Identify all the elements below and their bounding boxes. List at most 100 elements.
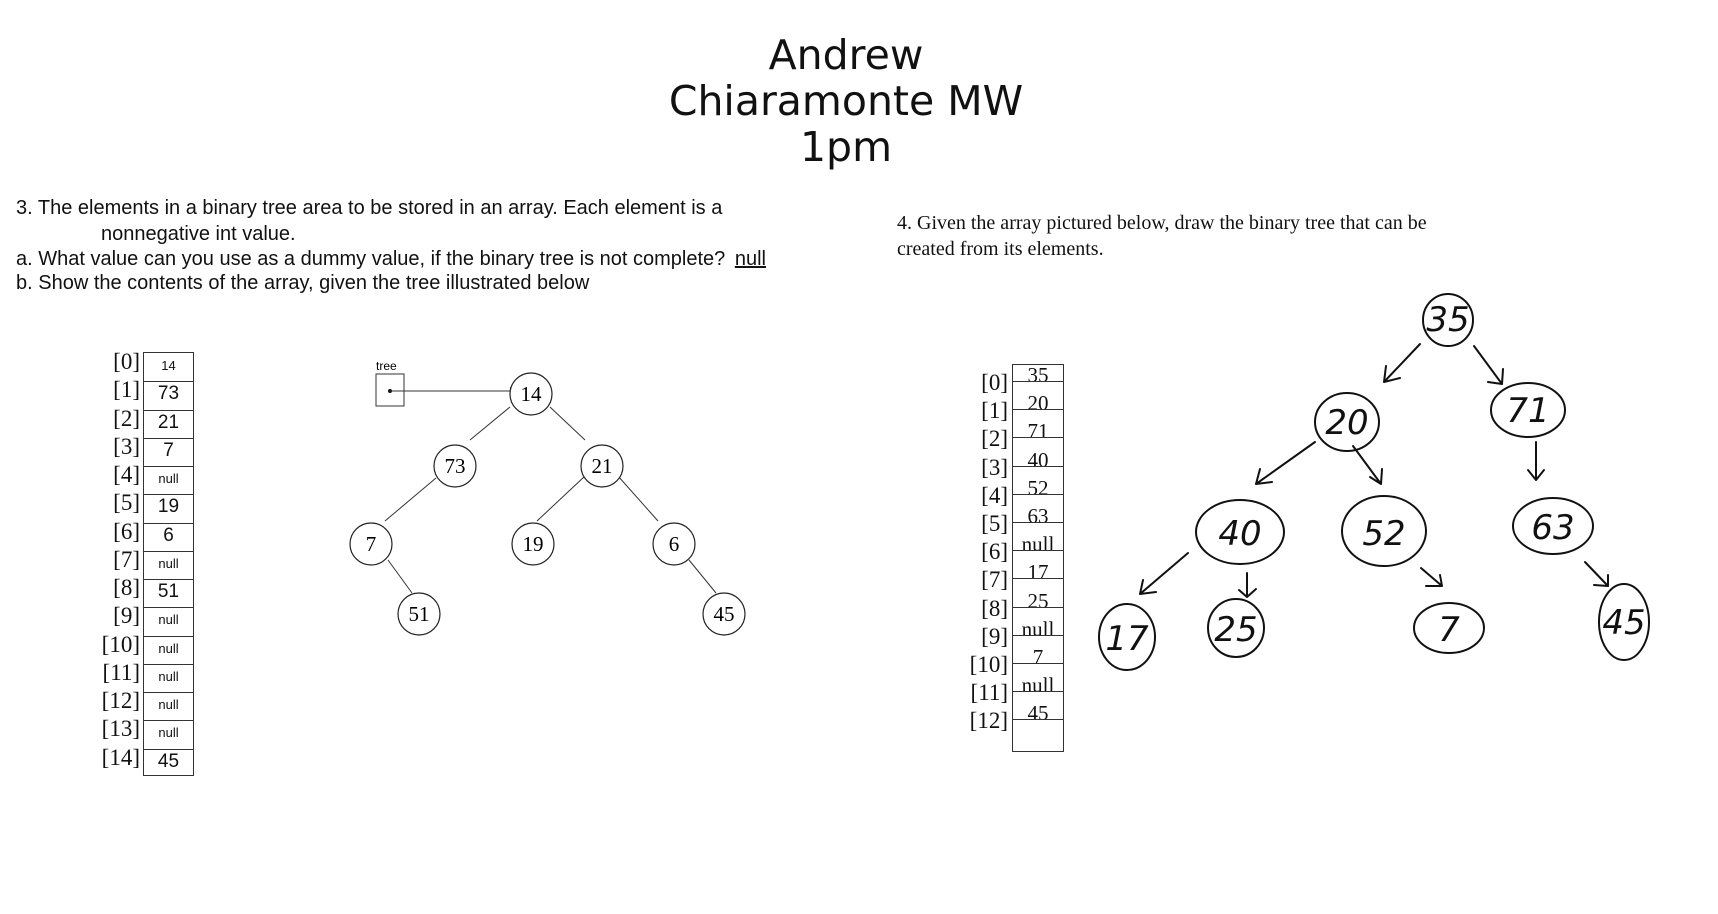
array-index-label: [5] (113, 490, 140, 516)
array-cell-divider (144, 692, 193, 694)
edge-35-20 (1383, 343, 1421, 383)
array-cell-divider (144, 663, 193, 665)
node-value: 7 (1438, 610, 1460, 650)
q3-part-a: a. What value can you use as a dummy val… (16, 248, 780, 271)
array-cell-value: null (158, 697, 179, 713)
edge-40-25 (1238, 572, 1257, 598)
array-cell-divider (144, 579, 193, 581)
array-cell-divider (1013, 437, 1063, 439)
q3-part-a-answer: null (734, 248, 766, 270)
node-ring (1195, 499, 1285, 565)
node-value: 40 (1218, 514, 1261, 554)
tree-pointer-box (375, 373, 405, 407)
array-cell-value: 21 (157, 411, 180, 433)
array-index-label: [0] (113, 349, 140, 374)
array-cell-divider (1013, 465, 1063, 467)
document-header: Andrew Chiaramonte MW 1pm (0, 32, 1692, 170)
array-cell-value: 73 (157, 383, 180, 405)
array-cell-divider (144, 522, 193, 524)
array-index-label: [12] (101, 688, 140, 714)
array-cell-value: 6 (163, 524, 174, 546)
array-index-label: [12] (969, 708, 1008, 734)
edge-6-45 (688, 559, 717, 594)
edge-40-17 (1139, 552, 1189, 595)
svg-text:19: 19 (523, 532, 544, 556)
array-cell-value: 51 (157, 581, 180, 603)
author-last-name-class: Chiaramonte MW (668, 77, 1024, 125)
array-cell-divider (1013, 606, 1063, 608)
array-cell-value: 45 (157, 750, 180, 772)
array-cell-value: null (158, 668, 179, 684)
edge-7-51 (387, 559, 413, 594)
tree-node: 14 (509, 372, 553, 416)
array-cell-divider (1013, 550, 1063, 552)
node-ring (1512, 497, 1594, 555)
q3-prompt-line1: 3. The elements in a binary tree area to… (16, 197, 723, 219)
array-cell-divider (1013, 381, 1063, 382)
class-time: 1pm (799, 123, 893, 171)
svg-text:73: 73 (445, 454, 466, 478)
array-cell-divider (1013, 409, 1063, 411)
array-index-label: [8] (981, 595, 1008, 621)
q4-prompt-line1: 4. Given the array pictured below, draw … (897, 212, 1427, 234)
array-cell-value: null (158, 555, 179, 571)
edge-35-71 (1473, 345, 1504, 385)
array-cell-value: null (158, 471, 179, 487)
edge-73-7 (384, 477, 437, 522)
array-cell-value: null (1021, 616, 1055, 641)
array-index-label: [3] (981, 454, 1008, 480)
array-cell-divider (1013, 634, 1063, 636)
array-index-label: [4] (113, 462, 140, 488)
node-ring (1422, 293, 1474, 347)
node-value: 45 (1602, 603, 1645, 643)
array-index-label: [8] (113, 575, 140, 601)
array-index-label: [11] (970, 680, 1008, 706)
svg-text:21: 21 (592, 454, 613, 478)
array-index-label: [1] (113, 377, 140, 403)
tree-node: 19 (511, 522, 555, 566)
array-cell-divider (144, 437, 193, 439)
array-index-label: [10] (101, 631, 140, 657)
node-value: 35 (1426, 300, 1469, 340)
svg-text:45: 45 (714, 602, 735, 626)
tree-node: 73 (433, 444, 477, 488)
edge-21-19 (536, 475, 586, 522)
array-index-label: [9] (113, 603, 140, 629)
node-value: 52 (1362, 514, 1405, 554)
array-index-label: [2] (113, 405, 140, 431)
array-cell-divider (144, 409, 193, 411)
array-index-label: [5] (981, 511, 1008, 536)
array-cell-divider (144, 550, 193, 552)
node-value: 63 (1531, 508, 1574, 548)
array-cell-divider (144, 381, 193, 383)
node-ring (1490, 382, 1566, 438)
array-cell-value: null (158, 725, 179, 741)
tree-node: 45 (702, 592, 746, 636)
tree-pointer-label: tree (376, 359, 397, 373)
q4-prompt-line2: created from its elements. (897, 238, 1104, 260)
array-cell-divider (144, 607, 193, 609)
array-index-label: [4] (981, 482, 1008, 508)
node-value: 25 (1214, 610, 1257, 650)
array-cell-value: null (1021, 673, 1055, 698)
node-ring (1098, 603, 1156, 671)
tree-node: 21 (580, 444, 624, 488)
array-index-label: [13] (101, 716, 140, 742)
q3-part-a-question: a. What value can you use as a dummy val… (16, 248, 731, 270)
array-cell-divider (1013, 578, 1063, 580)
edge-14-21 (549, 406, 586, 441)
edge-20-40 (1255, 441, 1316, 485)
array-cell-divider (1013, 719, 1063, 721)
array-cell-divider (1013, 663, 1063, 664)
edge-71-63 (1527, 441, 1545, 481)
node-value: 20 (1325, 403, 1368, 443)
edge-14-73 (469, 406, 511, 441)
node-value: 17 (1105, 619, 1149, 659)
array-index-label: [9] (981, 623, 1008, 649)
svg-text:6: 6 (669, 532, 680, 556)
array-index-label: [6] (113, 518, 140, 544)
